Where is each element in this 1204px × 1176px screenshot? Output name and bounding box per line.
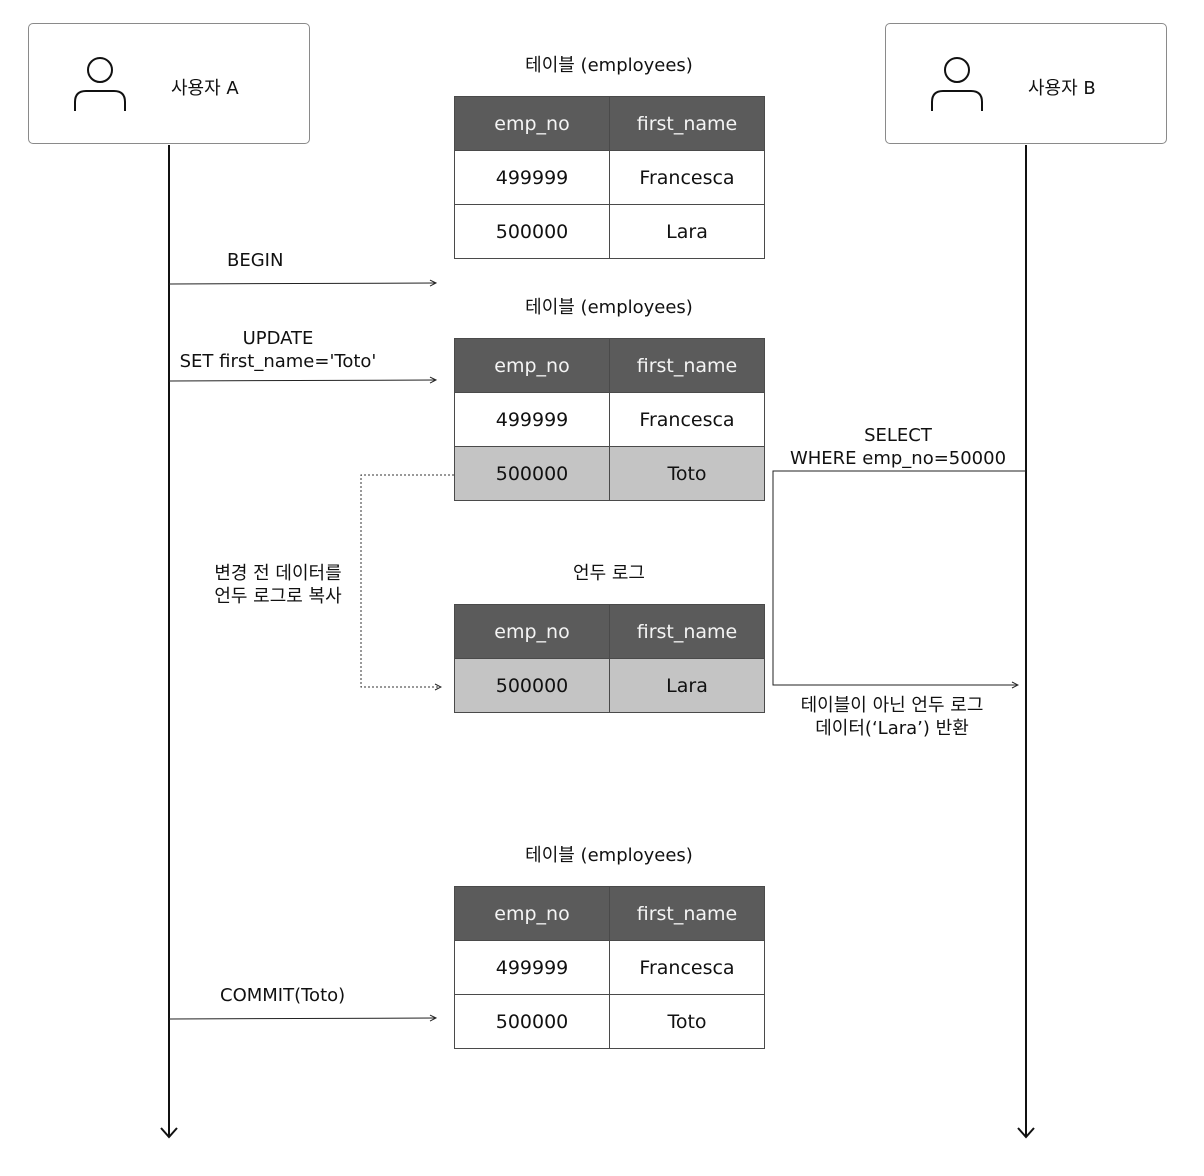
- copy-label: 변경 전 데이터를 언두 로그로 복사: [196, 562, 360, 608]
- cell-first-name: Toto: [609, 446, 765, 501]
- column-header: emp_no: [454, 338, 610, 393]
- table-row: 500000 Lara: [454, 658, 765, 713]
- select-label-line2: WHERE emp_no=50000: [789, 448, 1007, 469]
- column-header: emp_no: [454, 604, 610, 659]
- table-committed: emp_no first_name 499999 Francesca 50000…: [454, 886, 765, 1049]
- column-header: first_name: [609, 96, 765, 151]
- actor-user-a: 사용자 A: [28, 23, 310, 144]
- copy-to-undo-arrow: [360, 474, 454, 687]
- undo-log-table: emp_no first_name 500000 Lara: [454, 604, 765, 713]
- copy-label-line1: 변경 전 데이터를: [214, 563, 342, 584]
- cell-emp-no: 499999: [454, 940, 610, 995]
- begin-arrow: [168, 283, 436, 284]
- table-row: 499999 Francesca: [454, 940, 765, 995]
- actor-name: 사용자 B: [1028, 78, 1096, 99]
- update-label-line1: UPDATE: [242, 328, 314, 349]
- commit-label: COMMIT(Toto): [220, 985, 346, 1006]
- cell-first-name: Lara: [609, 658, 765, 713]
- table-updated: emp_no first_name 499999 Francesca 50000…: [454, 338, 765, 501]
- cell-first-name: Lara: [609, 204, 765, 259]
- table-committed-caption: 테이블 (employees): [525, 845, 693, 866]
- copy-label-line2: 언두 로그로 복사: [214, 586, 342, 607]
- result-label: 테이블이 아닌 언두 로그 데이터(‘Lara’) 반환: [784, 694, 1000, 740]
- table-row: 499999 Francesca: [454, 392, 765, 447]
- column-header: emp_no: [454, 96, 610, 151]
- commit-arrow: [168, 1018, 436, 1019]
- column-header: first_name: [609, 886, 765, 941]
- cell-first-name: Francesca: [609, 392, 765, 447]
- update-label-line2: SET first_name='Toto': [179, 351, 377, 372]
- column-header: first_name: [609, 338, 765, 393]
- begin-label: BEGIN: [227, 250, 284, 271]
- select-label-line1: SELECT: [864, 425, 932, 446]
- cell-emp-no: 500000: [454, 658, 610, 713]
- select-label: SELECT WHERE emp_no=50000: [786, 424, 1010, 470]
- undo-log-caption: 언두 로그: [573, 563, 645, 584]
- table-row: 500000 Lara: [454, 204, 765, 259]
- table-initial-caption: 테이블 (employees): [525, 55, 693, 76]
- update-arrow: [168, 380, 436, 381]
- person-icon: [74, 57, 126, 111]
- result-label-line2: 데이터(‘Lara’) 반환: [815, 718, 969, 739]
- cell-first-name: Francesca: [609, 940, 765, 995]
- table-row: 499999 Francesca: [454, 150, 765, 205]
- column-header: emp_no: [454, 886, 610, 941]
- table-initial: emp_no first_name 499999 Francesca 50000…: [454, 96, 765, 259]
- lifeline-user-b: [1017, 145, 1035, 1139]
- cell-emp-no: 500000: [454, 204, 610, 259]
- actor-user-b: 사용자 B: [885, 23, 1167, 144]
- actor-name: 사용자 A: [171, 78, 239, 99]
- cell-first-name: Toto: [609, 994, 765, 1049]
- table-row: 500000 Toto: [454, 994, 765, 1049]
- cell-emp-no: 500000: [454, 994, 610, 1049]
- update-label: UPDATE SET first_name='Toto': [178, 327, 378, 373]
- column-header: first_name: [609, 604, 765, 659]
- person-icon: [931, 57, 983, 111]
- select-return-arrow: [772, 470, 1026, 685]
- lifeline-user-a: [160, 145, 178, 1139]
- table-updated-caption: 테이블 (employees): [525, 297, 693, 318]
- result-label-line1: 테이블이 아닌 언두 로그: [800, 695, 984, 716]
- cell-first-name: Francesca: [609, 150, 765, 205]
- cell-emp-no: 499999: [454, 392, 610, 447]
- cell-emp-no: 499999: [454, 150, 610, 205]
- table-row-modified: 500000 Toto: [454, 446, 765, 501]
- cell-emp-no: 500000: [454, 446, 610, 501]
